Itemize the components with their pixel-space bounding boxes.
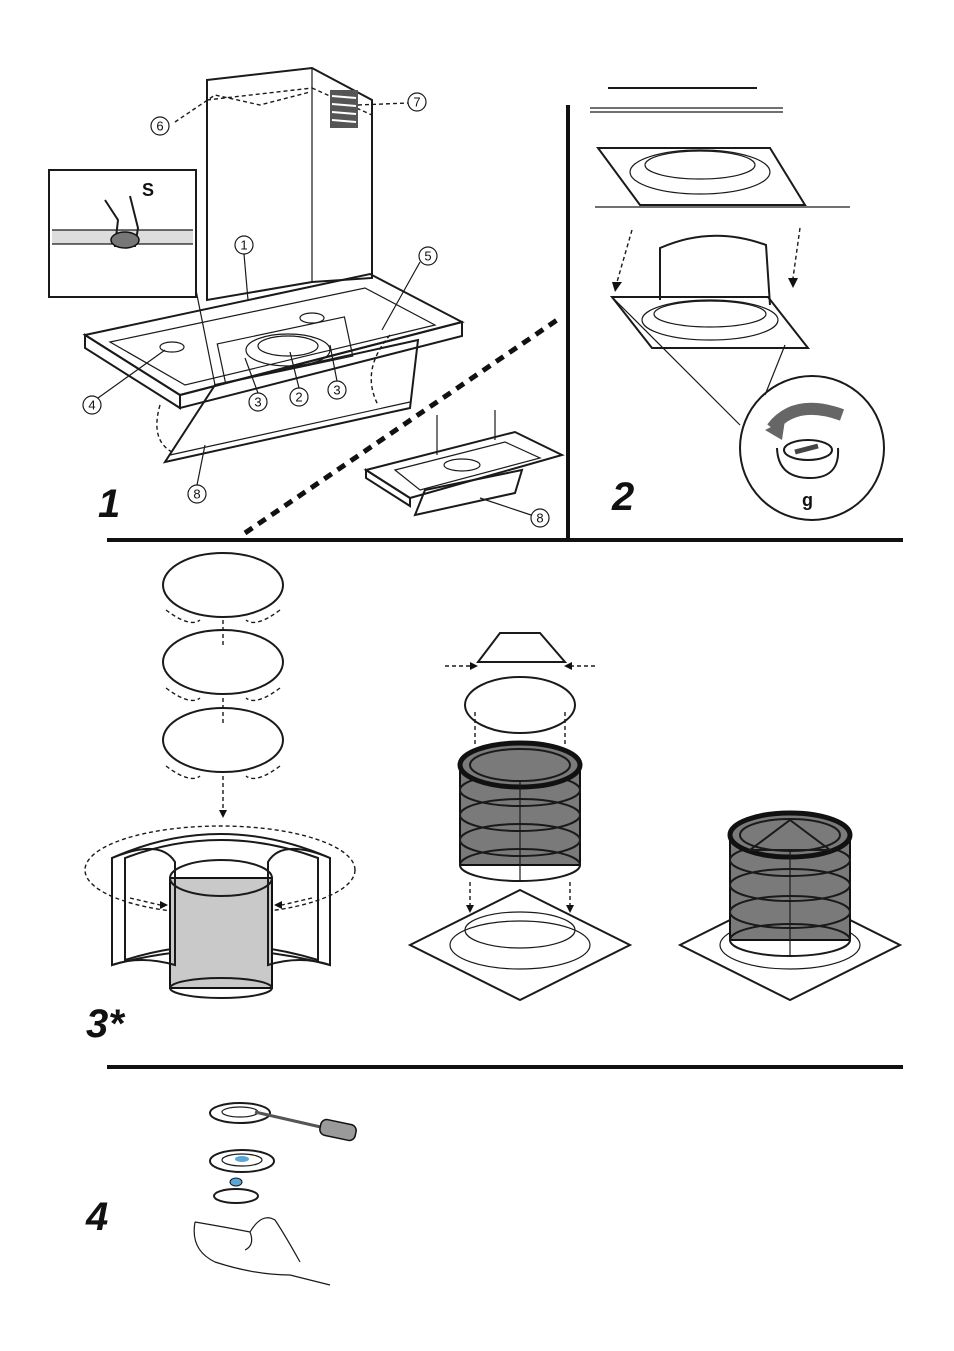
svg-text:4: 4: [88, 398, 95, 413]
step-1-label: 1: [98, 482, 120, 526]
callout-8-small: 8: [536, 511, 543, 526]
panel-3-charcoal-filter: 3*: [85, 553, 900, 1046]
callout-7: 7: [408, 93, 426, 111]
inset-clip-detail: S: [49, 170, 215, 385]
panel-1-hood-assembly: S 6 7 1 5 4 3: [49, 68, 562, 527]
letter-s: S: [142, 180, 154, 200]
lamp-holder: [210, 1150, 274, 1203]
svg-text:5: 5: [424, 249, 431, 264]
svg-text:3: 3: [254, 395, 261, 410]
callout-8: 8: [188, 445, 206, 503]
step-4-label: 4: [85, 1195, 108, 1239]
svg-text:2: 2: [295, 390, 302, 405]
svg-text:3: 3: [333, 383, 340, 398]
vent-slots: [330, 90, 358, 128]
callout-5: 5: [382, 247, 437, 330]
step-3-label: 3*: [86, 1002, 126, 1046]
magnifier-detail: g: [740, 376, 884, 520]
assembled-filter: [680, 813, 900, 1000]
chimney: [175, 68, 408, 300]
panel-4-lamp-replacement: 4: [85, 1103, 357, 1285]
filter-wrap-cylinder: [85, 826, 355, 998]
callout-1: 1: [235, 236, 253, 300]
letter-g: g: [802, 490, 813, 510]
svg-text:6: 6: [156, 119, 163, 134]
callout-6: 6: [151, 117, 169, 135]
svg-text:8: 8: [193, 487, 200, 502]
lamp-cover-screwdriver: [210, 1103, 357, 1142]
step-2-label: 2: [611, 475, 634, 519]
hand-icon: [194, 1218, 330, 1285]
hood-canopy: [85, 274, 462, 408]
svg-text:7: 7: [413, 95, 420, 110]
exploded-filter-stack: [410, 633, 630, 1000]
stacked-rings: [163, 553, 283, 818]
panel-2-duct-flange: g 2: [590, 88, 884, 520]
svg-text:1: 1: [240, 238, 247, 253]
